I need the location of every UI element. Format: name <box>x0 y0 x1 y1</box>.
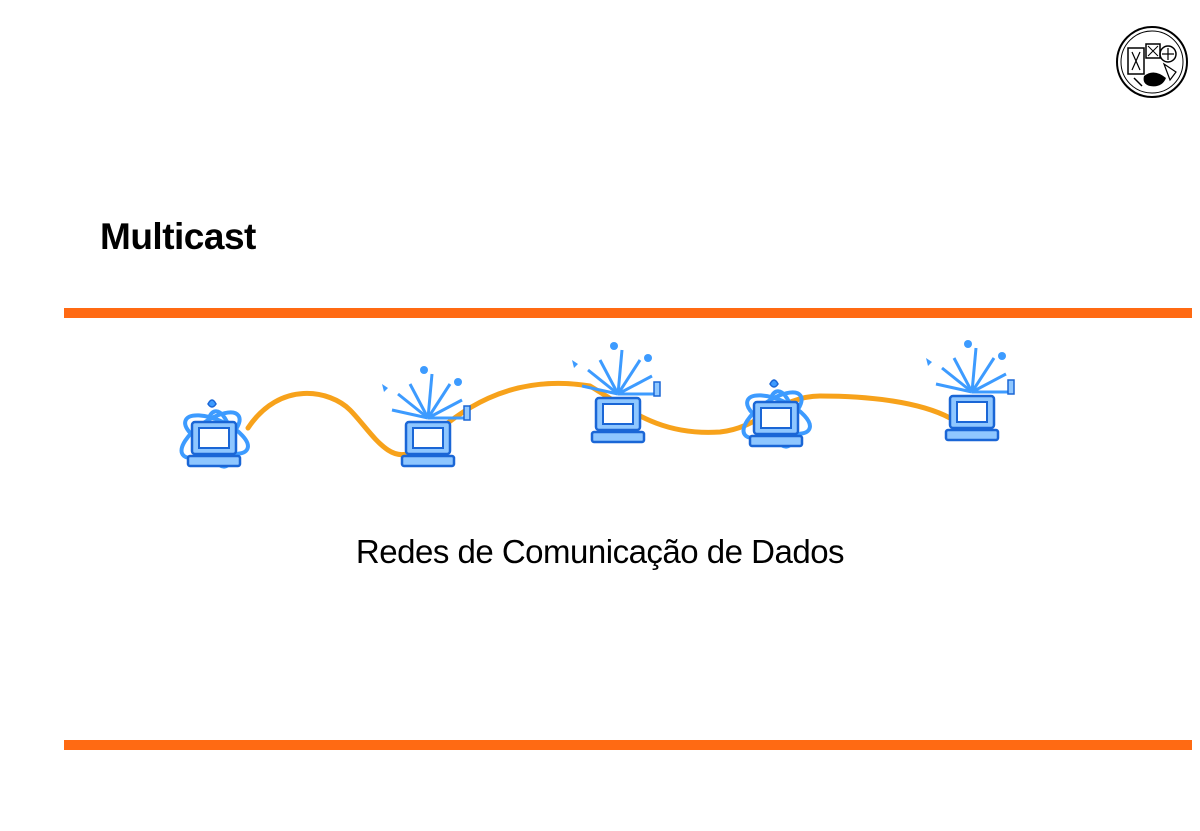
subtitle-text: Redes de Comunicação de Dados <box>355 533 845 570</box>
slide-title: Multicast <box>100 216 256 257</box>
university-seal-icon <box>1116 26 1188 98</box>
network-cable <box>245 380 953 458</box>
top-divider <box>64 308 1192 318</box>
broadcast-computer-icon <box>570 340 662 444</box>
network-diagram <box>172 340 1016 471</box>
slide-subtitle: Redes de Comunicação de Dados <box>0 533 1200 571</box>
atom-computer-icon <box>734 378 818 451</box>
atom-computer-icon <box>172 398 256 471</box>
bottom-divider <box>64 740 1192 750</box>
broadcast-computer-icon <box>924 340 1016 442</box>
